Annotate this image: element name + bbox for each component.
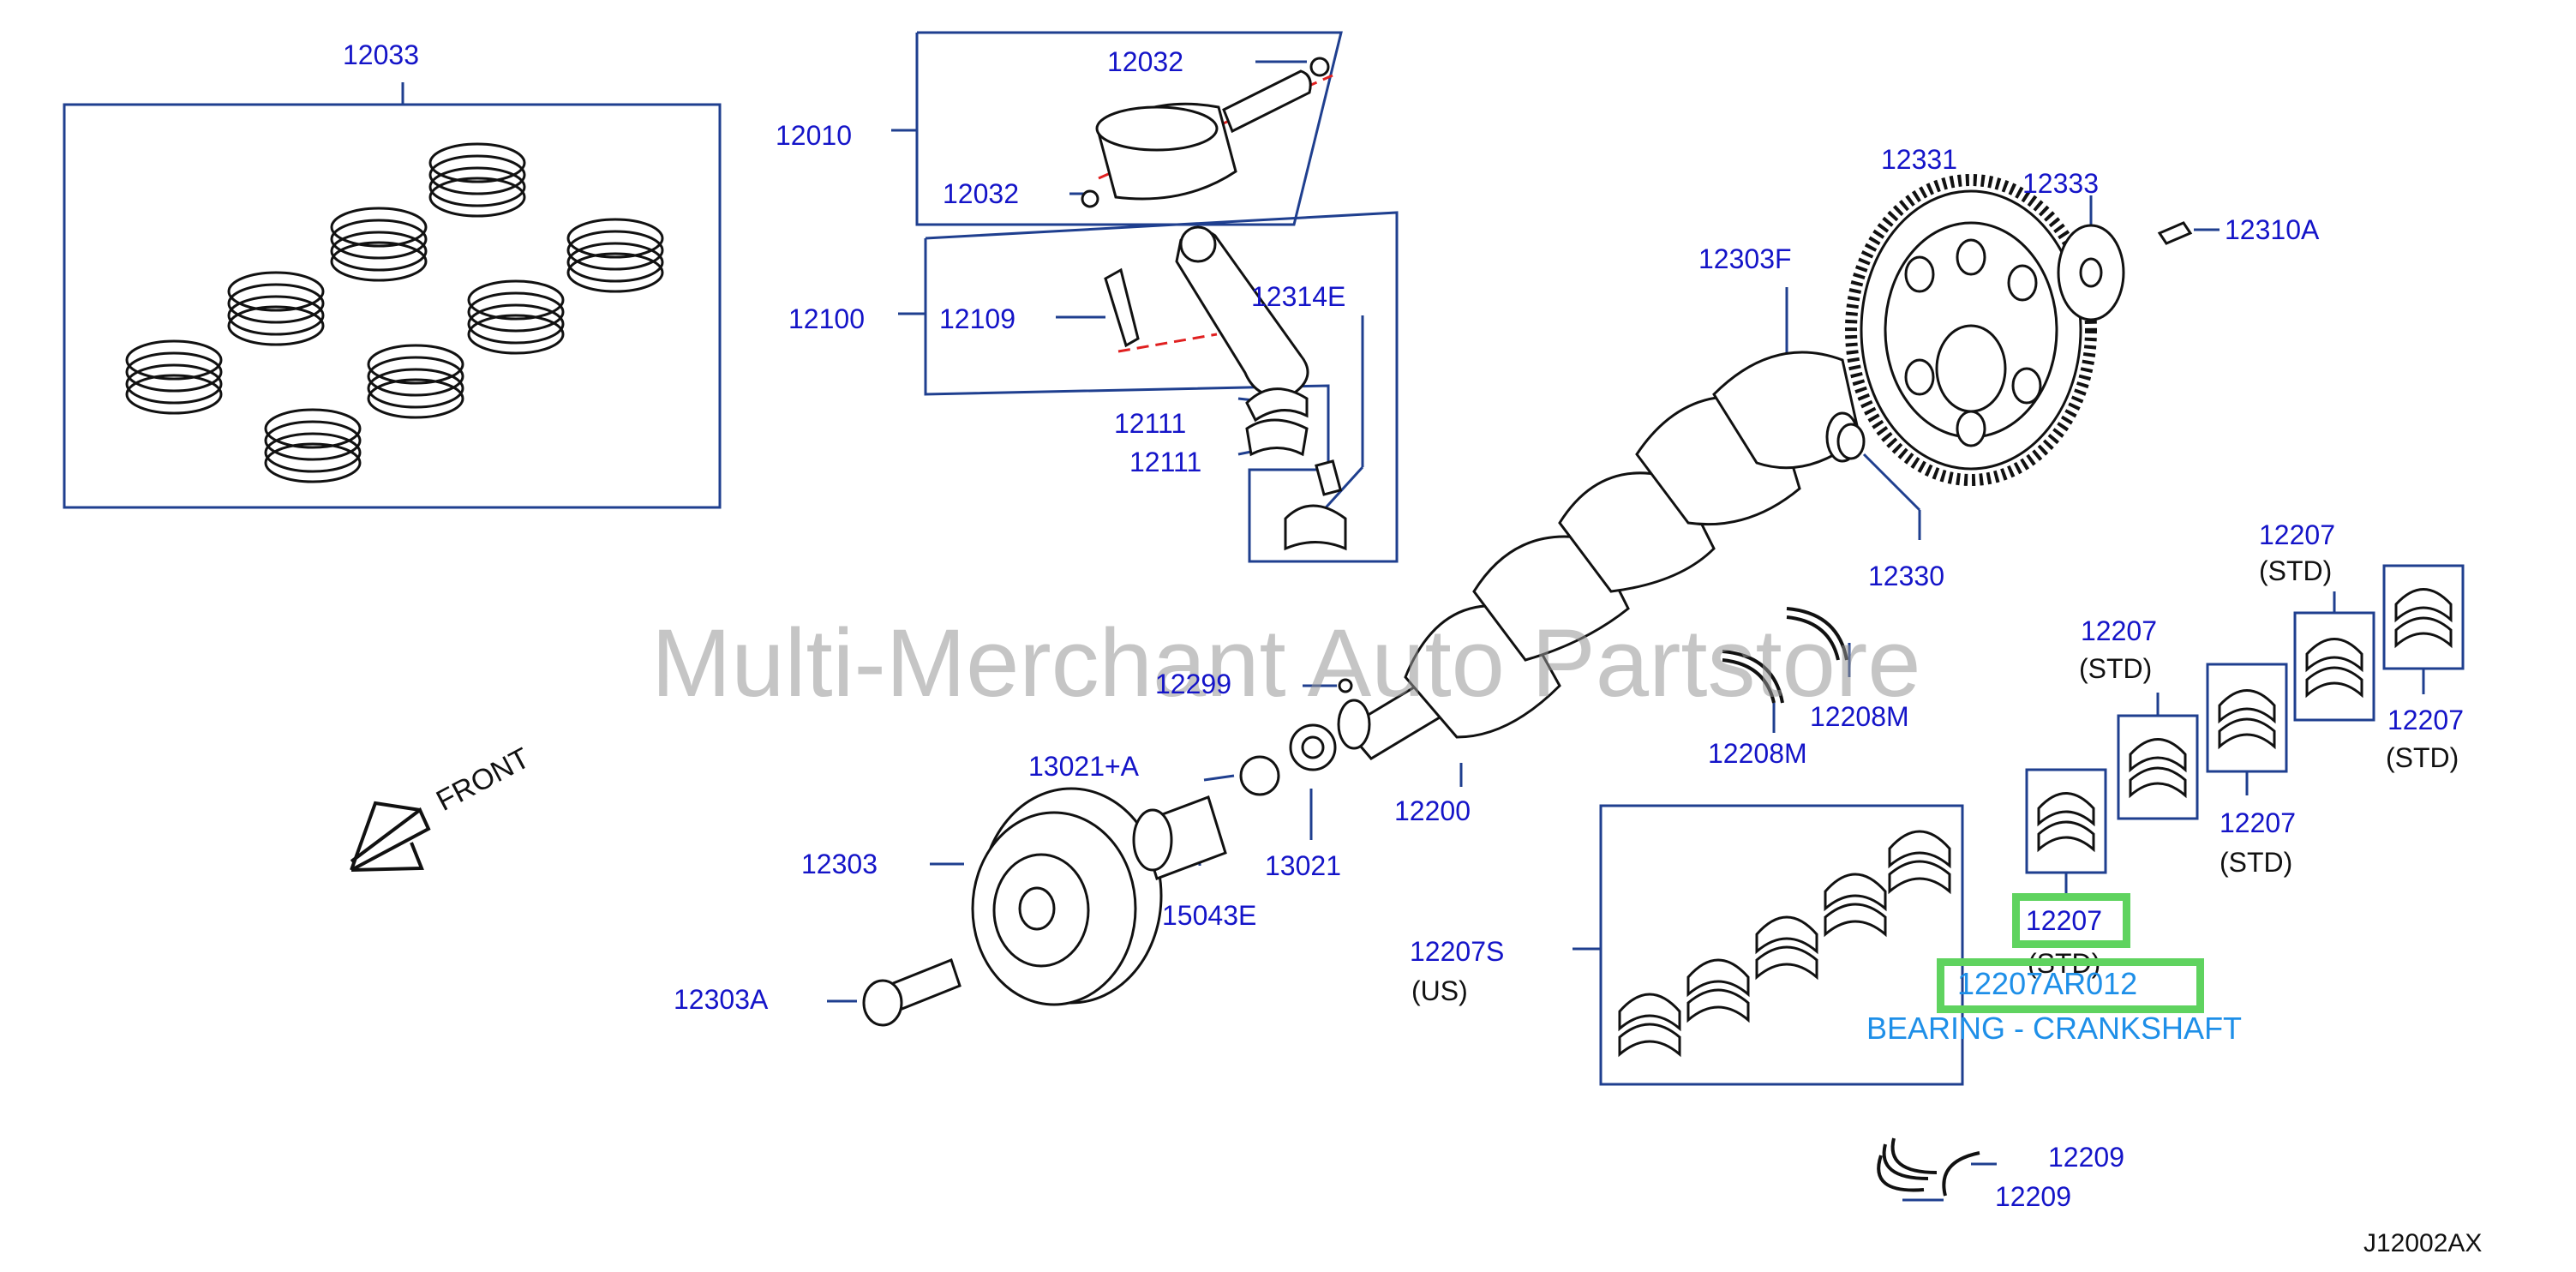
callout-12330[interactable]: 12330 [1868,561,1944,591]
callout-12303[interactable]: 12303 [801,849,878,879]
note-std-c: (STD) [2386,742,2459,773]
callout-12207-d[interactable]: 12207 [2220,807,2296,838]
main-bearings [2037,588,2453,853]
callout-15043E[interactable]: 15043E [1162,900,1257,931]
callout-12303F[interactable]: 12303F [1698,243,1792,274]
callout-12207-b[interactable]: 12207 [2081,615,2157,646]
thrust-washers [1722,607,1980,1197]
note-std-a: (STD) [2259,555,2333,586]
callout-12209-b[interactable]: 12209 [1995,1181,2071,1212]
callout-12208M-b[interactable]: 12208M [1708,738,1807,769]
callout-13021[interactable]: 13021 [1265,850,1341,881]
callout-12209-a[interactable]: 12209 [2048,1142,2124,1173]
crankshaft [1337,351,1861,760]
callout-12111-a[interactable]: 12111 [1114,408,1187,439]
callout-12299[interactable]: 12299 [1155,669,1231,699]
highlight-box-callout [2012,893,2130,948]
connecting-rod [1104,225,1347,551]
callout-13021-A[interactable]: 13021+A [1028,751,1140,782]
bearing-set-frame [1599,804,1964,1086]
callout-12032-bottom[interactable]: 12032 [943,178,1019,209]
highlight-box-part-number [1937,958,2204,1013]
flywheel [1836,174,2193,486]
callout-12109[interactable]: 12109 [939,303,1015,334]
callout-12207S[interactable]: 12207S [1410,936,1505,967]
highlighted-part-description: BEARING - CRANKSHAFT [1866,1011,2243,1046]
callout-12331[interactable]: 12331 [1881,144,1957,175]
note-std-d: (STD) [2220,847,2293,878]
callout-12333[interactable]: 12333 [2022,168,2099,199]
callout-12207-highlighted[interactable]: 12207 [2026,905,2102,936]
conrod-frame [924,211,1399,563]
note-std-b: (STD) [2079,653,2153,684]
callout-12207-c[interactable]: 12207 [2387,705,2464,735]
piston-rings [125,142,664,483]
callout-12208M-a[interactable]: 12208M [1810,701,1909,732]
piston-ring-frame [63,103,722,509]
callout-12032-top[interactable]: 12032 [1107,46,1183,77]
note-us: (US) [1411,975,1468,1006]
callout-12207-a[interactable]: 12207 [2259,519,2335,550]
callout-12111-b[interactable]: 12111 [1129,447,1202,477]
piston-assembly [1081,57,1330,208]
callout-12010[interactable]: 12010 [776,120,852,151]
callout-12200[interactable]: 12200 [1394,795,1471,826]
callout-12033[interactable]: 12033 [343,39,419,70]
callout-12314E[interactable]: 12314E [1251,281,1346,312]
bearing-set [1618,830,1951,1058]
drawing-code: J12002AX [2363,1229,2483,1257]
front-arrow-icon [350,801,431,872]
callout-12310A[interactable]: 12310A [2225,214,2320,245]
callout-12303A[interactable]: 12303A [674,984,769,1015]
piston-frame [915,31,1343,226]
highlighted-part-number[interactable]: 12207AR012 [1957,966,2138,1001]
callout-12100[interactable]: 12100 [788,303,865,334]
pulley-assembly [862,678,1353,1027]
